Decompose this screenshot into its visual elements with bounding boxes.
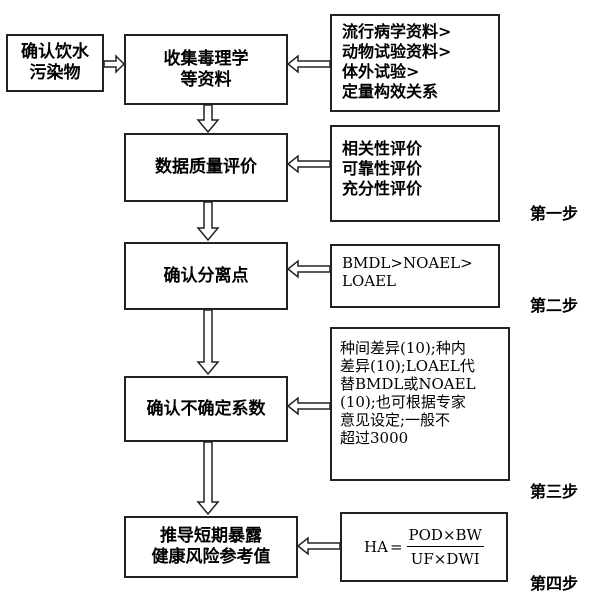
main-box-pod-line-1: 确认分离点: [163, 265, 249, 286]
side-box-quality: 相关性评价 可靠性评价 充分性评价: [330, 125, 500, 222]
formula-numerator: POD×BW: [406, 526, 484, 547]
main-box-collect-line-2: 等资料: [180, 69, 232, 90]
input-box-line-1: 确认饮水: [21, 42, 89, 62]
step-label-4: 第四步: [530, 574, 579, 593]
formula-denominator: UF×DWI: [410, 550, 480, 568]
side-uncertainty-line-2: 差异(10);LOAEL代: [340, 357, 475, 375]
side-pod-line-2: LOAEL: [342, 272, 397, 290]
side-data-line-1: 流行病学资料>: [342, 22, 452, 41]
input-box: 确认饮水 污染物: [6, 34, 104, 92]
arrow-side-3: [286, 259, 331, 279]
arrow-down-2: [196, 201, 220, 242]
side-uncertainty-line-4: (10);也可根据专家: [340, 393, 466, 411]
side-data-line-4: 定量构效关系: [342, 82, 439, 101]
arrow-side-2: [286, 154, 331, 174]
side-pod-line-1: BMDL>NOAEL>: [342, 254, 473, 272]
arrow-side-4: [286, 396, 331, 416]
side-box-pod: BMDL>NOAEL> LOAEL: [330, 244, 500, 308]
formula-box: HA = POD×BW UF×DWI: [340, 512, 508, 582]
main-box-derive-line-1: 推导短期暴露: [160, 526, 262, 546]
side-uncertainty-line-3: 替BMDL或NOAEL: [340, 375, 476, 393]
arrow-down-4: [196, 441, 220, 516]
side-uncertainty-line-6: 超过3000: [340, 429, 409, 447]
main-box-collect-line-1: 收集毒理学: [163, 48, 249, 69]
main-box-uncertainty-line-1: 确认不确定系数: [146, 398, 266, 419]
side-quality-line-1: 相关性评价: [342, 139, 423, 158]
arrow-down-1: [196, 104, 220, 134]
main-box-uncertainty: 确认不确定系数: [124, 376, 288, 442]
input-box-line-2: 污染物: [29, 63, 81, 83]
side-uncertainty-line-5: 意见设定;一般不: [340, 411, 451, 429]
side-quality-line-2: 可靠性评价: [342, 159, 423, 178]
step-label-3: 第三步: [530, 482, 579, 501]
side-box-data-sources: 流行病学资料> 动物试验资料> 体外试验> 定量构效关系: [330, 14, 500, 112]
formula-fraction: POD×BW UF×DWI: [406, 526, 484, 568]
main-box-quality: 数据质量评价: [124, 133, 288, 202]
main-box-pod: 确认分离点: [124, 242, 288, 310]
main-box-derive-line-2: 健康风险参考值: [151, 547, 271, 567]
arrow-input-to-collect: [103, 54, 126, 74]
step-label-2: 第二步: [530, 296, 579, 315]
side-quality-line-3: 充分性评价: [342, 179, 423, 198]
side-box-uncertainty: 种间差异(10);种内 差异(10);LOAEL代 替BMDL或NOAEL (1…: [330, 327, 510, 481]
arrow-side-1: [286, 54, 331, 74]
side-uncertainty-line-1: 种间差异(10);种内: [340, 339, 466, 357]
side-data-line-2: 动物试验资料>: [342, 42, 452, 61]
side-data-line-3: 体外试验>: [342, 62, 420, 81]
main-box-collect: 收集毒理学 等资料: [124, 34, 288, 105]
arrow-down-3: [196, 309, 220, 376]
arrow-side-5: [296, 536, 341, 556]
formula-equals: =: [389, 538, 403, 556]
step-label-1: 第一步: [530, 204, 579, 223]
main-box-quality-line-1: 数据质量评价: [155, 157, 257, 177]
main-box-derive: 推导短期暴露 健康风险参考值: [124, 516, 298, 578]
formula-lhs: HA: [364, 538, 388, 556]
